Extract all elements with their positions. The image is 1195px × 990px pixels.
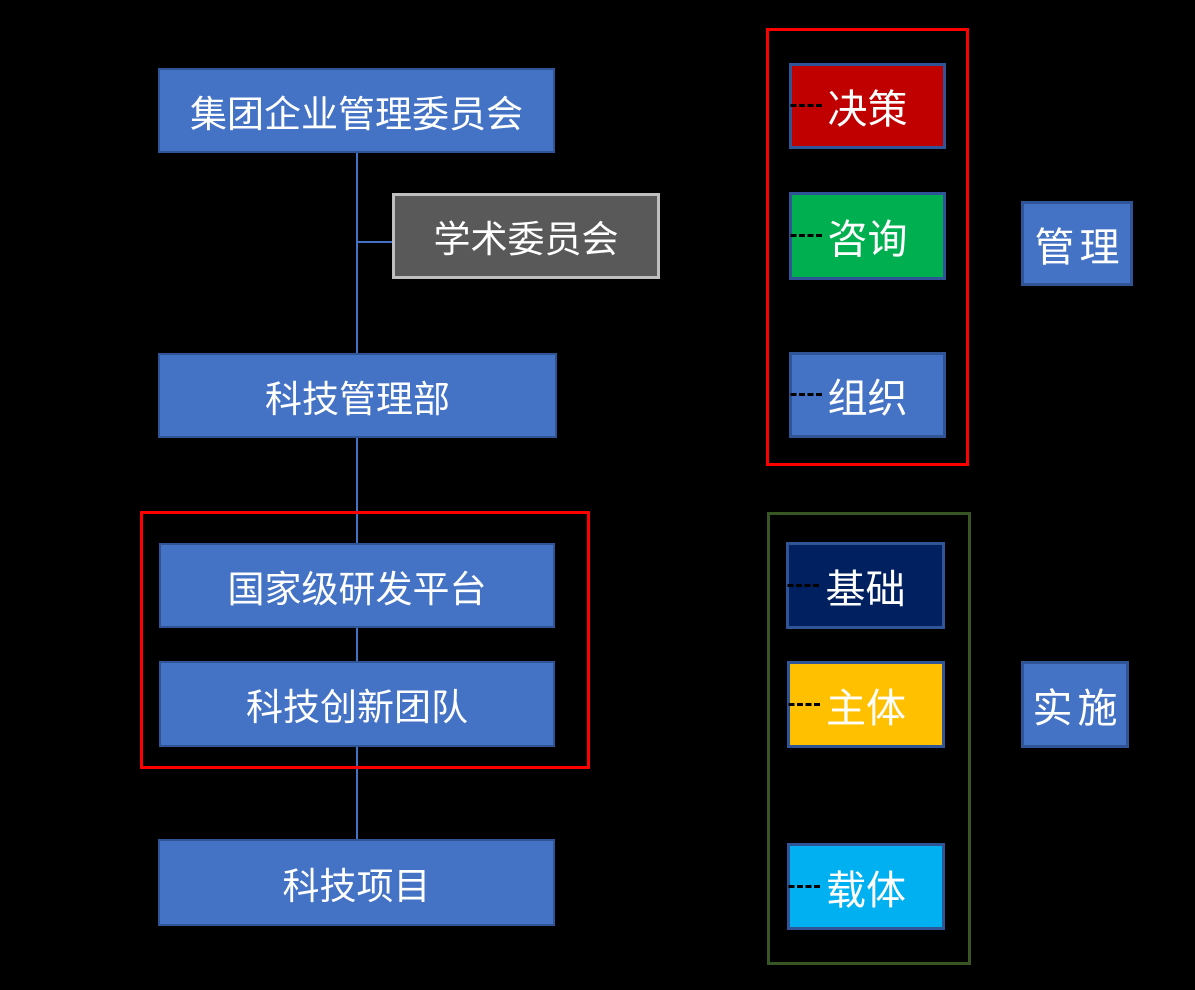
branch-connector-academic	[356, 241, 394, 243]
right-green-outline-implementation-group	[767, 512, 971, 965]
dashed-connector	[782, 393, 822, 396]
legend-box-consultation: 咨询	[782, 192, 946, 280]
node-label: 科技项目	[282, 865, 431, 907]
left-red-outline-platform-team-group	[140, 511, 590, 769]
dashed-connector	[782, 104, 822, 107]
node-label: 科技创新团队	[246, 687, 468, 728]
node-label: 学术委员会	[433, 219, 619, 260]
node-national-rd-platform: 国家级研发平台	[159, 543, 555, 628]
legend-label: 基础	[825, 567, 906, 612]
node-label: 国家级研发平台	[227, 568, 487, 610]
node-tech-innovation-team: 科技创新团队	[159, 661, 555, 747]
legend-box-foundation: 基础	[779, 542, 945, 629]
legend-box-main-body: 主体	[780, 661, 945, 748]
legend-label: 决策	[827, 88, 908, 132]
node-label: 科技管理部	[265, 378, 450, 420]
right-red-outline-management-group	[766, 28, 969, 466]
node-group-management-committee: 集团企业管理委员会	[158, 68, 555, 153]
node-academic-committee: 学术委员会	[392, 193, 660, 279]
vertical-connector-line	[356, 152, 358, 840]
tag-label: 管理	[1034, 225, 1125, 270]
node-label: 集团企业管理委员会	[190, 93, 523, 135]
dashed-connector	[780, 702, 820, 706]
dashed-connector	[780, 884, 820, 888]
dashed-connector	[779, 583, 819, 587]
legend-label: 主体	[826, 686, 906, 731]
tag-box-management: 管理	[1021, 201, 1133, 286]
node-tech-project: 科技项目	[158, 839, 555, 926]
legend-label: 咨询	[827, 218, 908, 262]
tag-label: 实施	[1032, 686, 1123, 731]
legend-label: 载体	[826, 868, 906, 913]
legend-box-decision: 决策	[782, 63, 946, 149]
tag-box-implementation: 实施	[1021, 661, 1129, 748]
legend-box-organization: 组织	[782, 352, 946, 438]
dashed-connector	[782, 234, 822, 237]
legend-label: 组织	[827, 377, 908, 421]
legend-box-carrier: 载体	[780, 843, 945, 930]
node-tech-management-dept: 科技管理部	[158, 353, 557, 438]
